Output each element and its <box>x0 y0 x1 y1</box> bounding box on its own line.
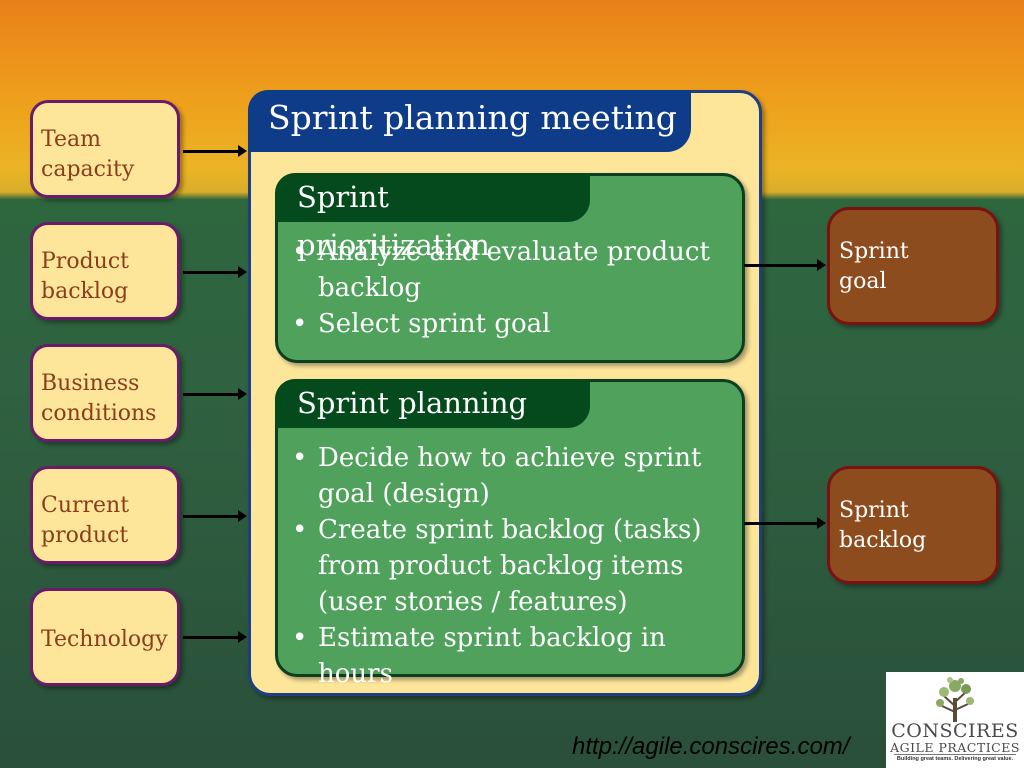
sprint-planning-box: Sprint planning Decide how to achieve sp… <box>275 379 745 689</box>
output-label-line1: Sprint <box>839 498 909 523</box>
input-business-conditions: Business conditions <box>30 344 180 442</box>
bullet-item: Create sprint backlog (tasks) from produ… <box>292 512 742 620</box>
sprint-prioritization-box: Sprint prioritization Analyze and evalua… <box>275 173 745 363</box>
bullet-line: Create sprint backlog (tasks) <box>318 515 702 545</box>
input-label-line1: Current <box>41 493 130 518</box>
arrow-team-capacity <box>183 145 247 157</box>
arrow-sprint-goal <box>744 259 826 271</box>
input-label-line2: conditions <box>41 401 157 426</box>
bullet-item: Select sprint goal <box>292 306 710 342</box>
input-label-line2: product <box>41 523 129 548</box>
bullet-item: Analyze and evaluate product backlog <box>292 234 710 306</box>
bullet-line: backlog <box>318 273 422 303</box>
arrow-sprint-backlog <box>744 517 826 529</box>
bullet-line: Estimate sprint backlog in hours <box>318 623 666 689</box>
input-technology: Technology <box>30 588 180 686</box>
bullet-line: from product backlog items <box>318 551 684 581</box>
sprint-planning-title: Sprint planning <box>275 379 590 428</box>
input-current-product: Current product <box>30 466 180 564</box>
bullet-line: Select sprint goal <box>318 309 551 339</box>
bullet-line: (user stories / features) <box>318 587 628 617</box>
bullet-item: Decide how to achieve sprint goal (desig… <box>292 440 742 512</box>
bullet-line: Analyze and evaluate product <box>318 237 710 267</box>
bullet-line: Decide how to achieve sprint <box>318 443 702 473</box>
logo-tagline: Building great teams. Delivering great v… <box>896 756 1014 762</box>
arrow-business-conditions <box>183 388 247 400</box>
tree-icon <box>936 677 974 722</box>
sprint-prioritization-title: Sprint prioritization <box>275 173 590 262</box>
input-product-backlog: Product backlog <box>30 222 180 320</box>
input-label-line2: capacity <box>41 157 135 182</box>
bullet-item: Estimate sprint backlog in hours <box>292 620 742 692</box>
input-team-capacity: Team capacity <box>30 100 180 198</box>
conscires-logo: CONSCIRES AGILE PRACTICES Building great… <box>886 672 1024 768</box>
input-label-line1: Product <box>41 249 129 274</box>
output-sprint-backlog: Sprint backlog <box>827 466 999 584</box>
input-label-line1: Business <box>41 371 140 396</box>
sprint-planning-meeting-box: Sprint planning meeting Sprint prioritiz… <box>248 90 762 696</box>
input-label-line2: backlog <box>41 279 129 304</box>
output-label-line2: backlog <box>839 528 927 553</box>
meeting-title: Sprint planning meeting <box>248 90 691 152</box>
input-label-line1: Team <box>41 127 101 152</box>
input-label-line1: Technology <box>41 627 168 652</box>
arrow-technology <box>183 631 247 643</box>
output-sprint-goal: Sprint goal <box>827 207 999 325</box>
bullet-line: goal (design) <box>318 479 490 509</box>
logo-name: CONSCIRES <box>891 720 1019 742</box>
arrow-current-product <box>183 510 247 522</box>
arrow-product-backlog <box>183 266 247 278</box>
output-label-line2: goal <box>839 269 887 294</box>
footer-url[interactable]: http://agile.conscires.com/ <box>572 733 850 760</box>
logo-subtitle: AGILE PRACTICES <box>890 740 1020 755</box>
prioritization-bullets: Analyze and evaluate product backlog Sel… <box>292 234 710 342</box>
logo-divider <box>894 754 1016 755</box>
output-label-line1: Sprint <box>839 239 909 264</box>
planning-bullets: Decide how to achieve sprint goal (desig… <box>292 440 742 692</box>
